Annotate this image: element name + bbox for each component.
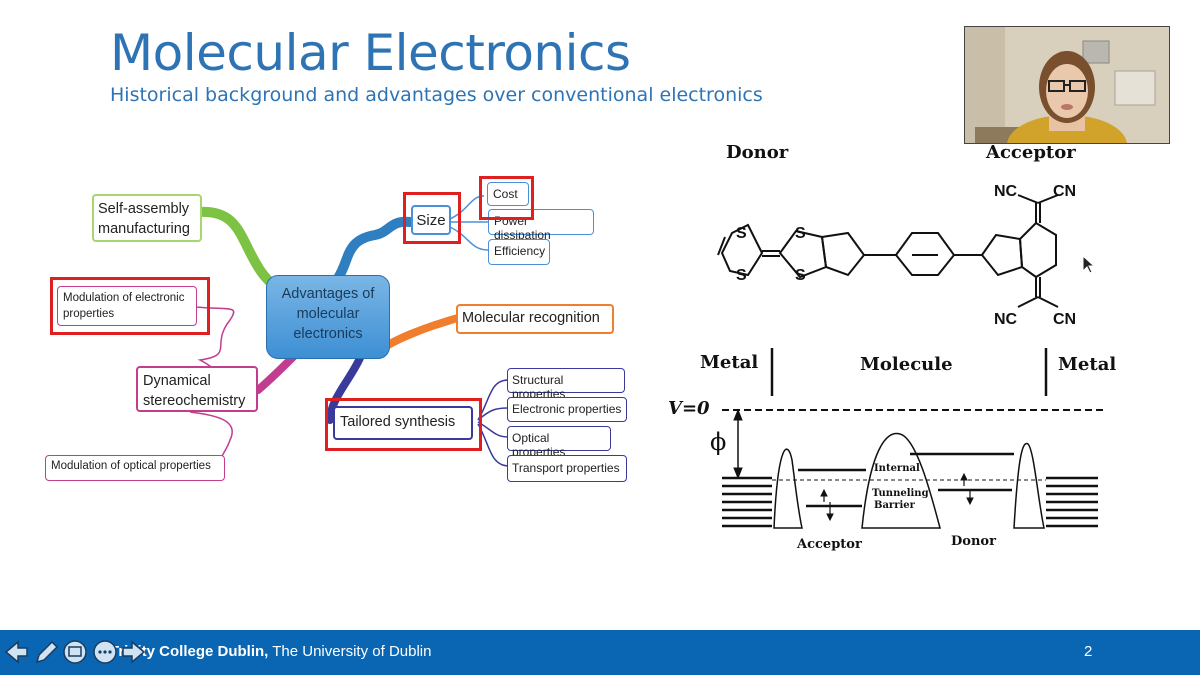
tailored-node: Tailored synthesis [333,406,473,440]
page-number: 2 [1084,643,1093,660]
highlight-cost [479,176,534,220]
highlight-modulation-electronic [50,277,210,335]
atom-nc-bottom: NC [994,311,1018,328]
mindmap-center-node: Advantages of molecular electronics [266,275,390,359]
footer-institution-rest: The University of Dublin [268,643,432,660]
donor-level-label: Donor [951,534,996,549]
size-label: Size [416,212,446,229]
molecular-recognition-node: Molecular recognition [456,304,614,334]
highlight-size [403,192,461,244]
atom-cn-top: CN [1053,183,1077,200]
donor-heading: Donor [726,142,789,163]
footer-institution: Trinity College Dublin, The University o… [110,643,431,660]
metal-left-label: Metal [700,352,759,373]
dynamical-node: Dynamical stereochemistry [136,366,258,412]
cost-node: Cost [487,182,529,206]
atom-s-2: S [736,267,747,284]
self-assembly-label: Self-assembly manufacturing [98,201,190,237]
more-icon[interactable] [91,638,119,666]
pen-icon[interactable] [32,638,60,666]
atom-s-3: S [795,225,806,242]
molecule-structure [717,194,1059,308]
mindmap-center-label: Advantages of molecular electronics [281,286,375,342]
atom-cn-bottom: CN [1053,311,1077,328]
acceptor-heading: Acceptor [986,142,1076,163]
phi-label: ϕ [710,428,727,456]
metal-right-label: Metal [1058,354,1117,375]
efficiency-label: Efficiency [494,244,546,258]
size-node: Size [411,205,451,235]
transport-node: Transport properties [507,455,627,482]
molecular-recognition-label: Molecular recognition [462,310,600,326]
arrow-left-icon[interactable] [2,638,30,666]
electronic-label: Electronic properties [512,402,622,416]
cost-label: Cost [493,187,518,201]
electronic-node: Electronic properties [507,397,627,422]
atom-s-4: S [795,267,806,284]
tunneling-label: Tunneling [872,488,929,499]
atom-nc-top: NC [994,183,1018,200]
modulation-electronic-label: Modulation of electronic properties [63,292,185,320]
transport-label: Transport properties [512,461,620,475]
mouse-cursor-icon [1082,255,1096,274]
efficiency-node: Efficiency [488,239,550,265]
self-assembly-node: Self-assembly manufacturing [92,194,202,242]
structural-node: Structural properties [507,368,625,401]
internal-label: Internal [874,463,920,474]
presenter-video [964,26,1170,144]
acceptor-level-label: Acceptor [797,537,862,552]
molecule-label: Molecule [860,354,953,375]
modulation-electronic-node: Modulation of electronic properties [57,286,197,326]
slide-subtitle: Historical background and advantages ove… [110,84,763,106]
slides-icon[interactable] [61,638,89,666]
slide-title: Molecular Electronics [110,24,631,82]
modulation-optical-label: Modulation of optical properties [51,460,211,472]
barrier-label: Barrier [874,500,915,511]
arrow-right-icon[interactable] [120,638,148,666]
slide-footer: Trinity College Dublin, The University o… [0,630,1200,675]
tailored-label: Tailored synthesis [340,414,456,430]
highlight-tailored [325,398,482,451]
modulation-optical-node: Modulation of optical properties [45,455,225,481]
optical-node: Optical properties [507,426,611,459]
footer-institution-bold: Trinity College Dublin, [110,643,269,660]
energy-diagram [722,348,1104,529]
v0-label: V=0 [668,398,710,419]
dynamical-label: Dynamical stereochemistry [143,373,246,409]
atom-s-1: S [736,225,747,242]
